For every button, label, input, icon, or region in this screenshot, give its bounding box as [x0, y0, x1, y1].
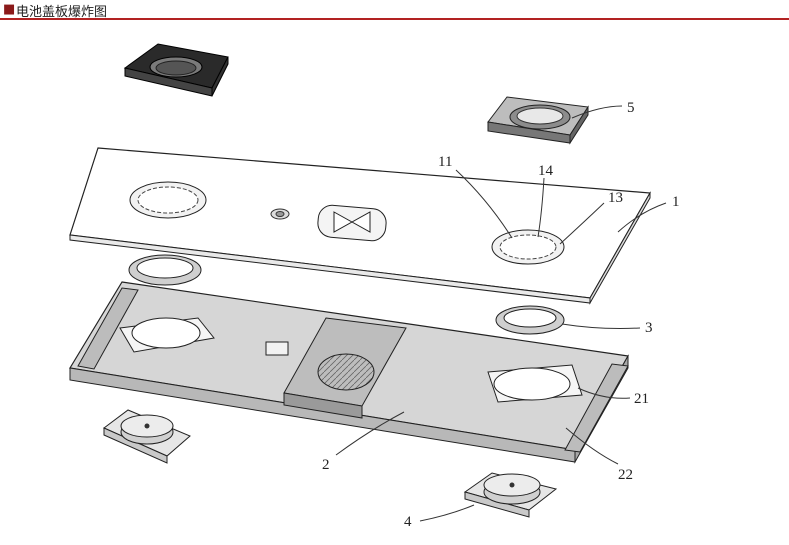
callout-22: 22 — [618, 467, 633, 483]
leader-11 — [455, 169, 513, 239]
callout-3: 3 — [645, 320, 653, 336]
bottom-terminal-4 — [463, 472, 558, 518]
leader-5 — [571, 105, 623, 119]
callout-21: 21 — [634, 391, 649, 407]
cover-plate-1 — [69, 147, 651, 305]
header-bullet: ■ — [3, 2, 16, 17]
callout-1: 1 — [672, 194, 680, 210]
leader-21 — [577, 387, 631, 399]
sealing-ring-3 — [495, 305, 565, 335]
header-divider — [0, 18, 789, 20]
callout-5: 5 — [627, 100, 635, 116]
page-title: 电池盖板爆炸图 — [16, 5, 108, 20]
callout-13: 13 — [608, 190, 623, 206]
callout-2: 2 — [322, 457, 330, 473]
callout-4: 4 — [404, 514, 412, 530]
insulation-tray-2 — [69, 281, 629, 464]
leader-1 — [617, 202, 667, 233]
top-left-terminal-block — [123, 43, 229, 97]
header-bar: ■ 电池盖板爆炸图 — [0, 0, 789, 20]
callout-11: 11 — [438, 154, 452, 170]
sealing-ring-left — [128, 254, 202, 286]
callout-14: 14 — [538, 163, 554, 179]
leader-lines — [335, 105, 667, 522]
leader-13 — [559, 202, 605, 245]
leader-4 — [419, 504, 475, 522]
bottom-terminal-left — [103, 409, 191, 464]
leader-2 — [335, 411, 405, 456]
leader-3 — [561, 323, 641, 329]
terminal-block-5 — [487, 96, 589, 145]
leader-22 — [565, 427, 619, 465]
leader-14 — [537, 177, 545, 238]
